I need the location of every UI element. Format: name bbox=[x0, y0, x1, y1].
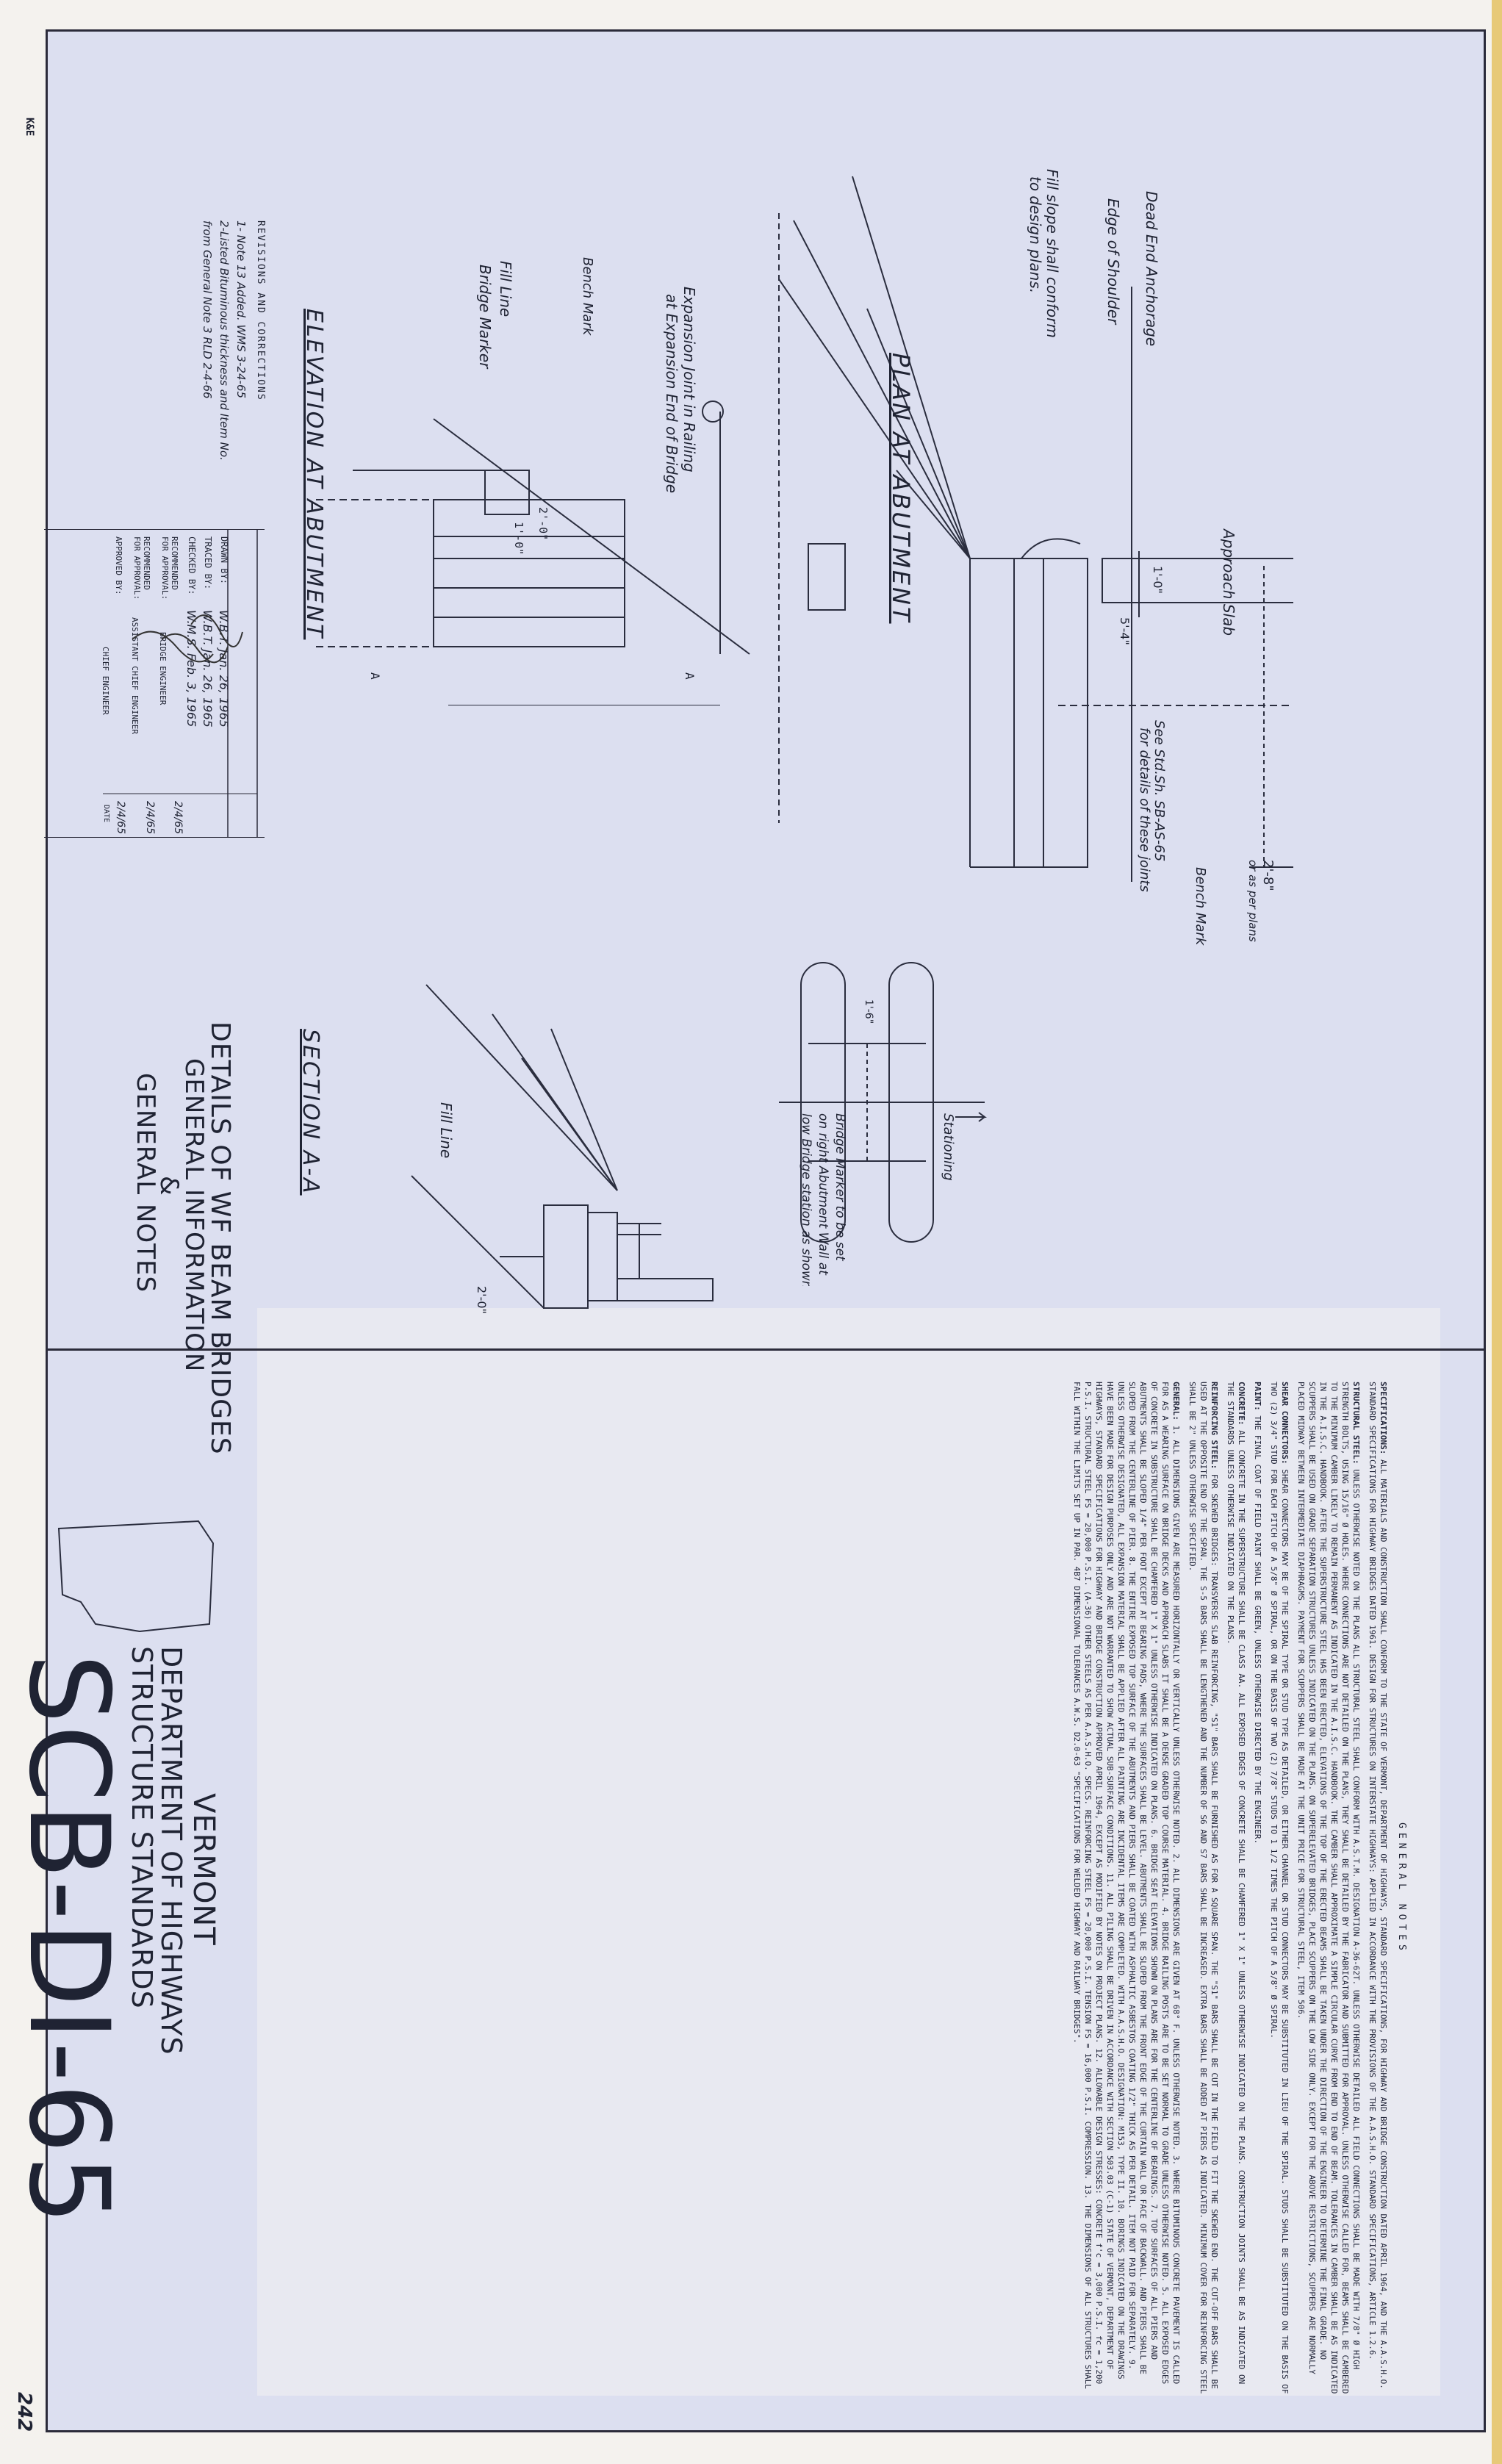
notes-text: SHEAR CONNECTORS MAY BE OF THE SPIRAL TY… bbox=[1269, 1382, 1290, 2394]
marker-note-1: Bridge Marker to be set bbox=[833, 1113, 847, 1262]
dimension-label: 2'-0" bbox=[475, 1286, 489, 1314]
marker-dimension: 1'-6" bbox=[863, 999, 874, 1024]
drawing-title-line-2: GENERAL INFORMATION bbox=[179, 1058, 209, 1373]
elevation-view-title: ELEVATION AT ABUTMENT bbox=[301, 309, 327, 640]
fill-line-label: Fill Line bbox=[437, 1102, 455, 1158]
marker-note-3: low Bridge station as shown. bbox=[799, 1113, 813, 1286]
plan-at-abutment-drawing: Approach Slab Dead End Anchorage Edge of… bbox=[778, 169, 1293, 947]
drawing-title-line-4: GENERAL NOTES bbox=[131, 1073, 160, 1293]
approach-slab-outline bbox=[1102, 558, 1293, 603]
section-a-a-drawing: Fill Line 2'-0" bbox=[411, 984, 714, 1314]
edge-of-shoulder-label: Edge of Shoulder bbox=[1104, 198, 1122, 326]
notes-text: THE FINAL COAT OF FIELD PAINT SHALL BE G… bbox=[1253, 1415, 1262, 1845]
elevation-at-abutment-drawing bbox=[316, 401, 750, 705]
notes-category: CONCRETE: bbox=[1237, 1382, 1246, 1426]
dimension-label: 5'-4" bbox=[1118, 617, 1132, 645]
dimension-label: 2'-0" bbox=[536, 507, 550, 541]
sheet-mark: 242 bbox=[13, 2392, 35, 2432]
fill-slope-label: Fill slope shall conform bbox=[1043, 169, 1061, 338]
drawing-title-line-1: DETAILS OF WF BEAM BRIDGES bbox=[205, 1021, 235, 1455]
joint-reference-label-2: for details of these joints bbox=[1137, 728, 1152, 892]
approach-slab-label: Approach Slab bbox=[1220, 528, 1237, 636]
fill-slope-label-2: to design plans. bbox=[1027, 176, 1044, 293]
notes-text: UNLESS OTHERWISE NOTED ON THE PLANS ALL … bbox=[1296, 1382, 1361, 2394]
notes-text: FOR SKEWED BRIDGES: TRANSVERSE SLAB REIN… bbox=[1187, 1382, 1219, 2394]
dimension-label: 1'-0" bbox=[1151, 566, 1165, 594]
notes-category: SHEAR CONNECTORS: bbox=[1280, 1382, 1290, 1465]
section-mark: A bbox=[683, 672, 697, 680]
vermont-outline-icon bbox=[57, 1520, 215, 1633]
corner-mark: K&E bbox=[24, 118, 35, 137]
notes-category: GENERAL: bbox=[1171, 1382, 1181, 1420]
expansion-joint-label-2: at Expansion End of Bridge bbox=[663, 294, 680, 493]
marker-note-2: on right Abutment Wall at bbox=[816, 1113, 830, 1276]
sheet-divider bbox=[46, 1348, 1486, 1351]
bench-mark-label: Bench Mark bbox=[1193, 867, 1208, 947]
plan-view-title: PLAN AT ABUTMENT bbox=[887, 353, 915, 624]
notes-category: SPECIFICATIONS: bbox=[1379, 1382, 1388, 1455]
notes-category: STRUCTURAL STEEL: bbox=[1351, 1382, 1361, 1465]
notes-category: REINFORCING STEEL: bbox=[1210, 1382, 1219, 1470]
revision-entry: 2-Listed Bituminous thickness and Item N… bbox=[218, 220, 231, 461]
section-view-title: SECTION A-A bbox=[298, 1029, 323, 1196]
notes-text: 1. ALL DIMENSIONS GIVEN ARE MEASURED HOR… bbox=[1072, 1382, 1181, 2389]
section-mark: A bbox=[368, 672, 382, 680]
general-notes-heading: GENERAL NOTES bbox=[1396, 1822, 1407, 1955]
notes-text: ALL MATERIALS AND CONSTRUCTION SHALL CON… bbox=[1368, 1382, 1388, 2389]
dimension-note: or as per plans bbox=[1246, 860, 1260, 942]
notes-text: ALL CONCRETE IN THE SUPERSTRUCTURE SHALL… bbox=[1226, 1382, 1246, 2385]
dimension-label: 1'-0" bbox=[512, 522, 525, 556]
general-notes: GENERAL NOTES SPECIFICATIONS: ALL MATERI… bbox=[1066, 1382, 1407, 2396]
expansion-joint-label: Expansion Joint in Railing bbox=[680, 287, 698, 473]
stationing-label: Stationing bbox=[941, 1113, 956, 1181]
general-notes-panel bbox=[257, 1308, 1440, 2396]
agency-name: VERMONT bbox=[187, 1793, 220, 1946]
bridge-marker-detail: Stationing 1'-6" Bridge Marker to be set… bbox=[779, 962, 987, 1286]
department-name: DEPARTMENT OF HIGHWAYS bbox=[155, 1646, 187, 2055]
notes-category: PAINT: bbox=[1253, 1382, 1262, 1411]
dimension-label: 2'-8" bbox=[1260, 860, 1276, 891]
signature-grid bbox=[44, 529, 265, 838]
drawing-number: SCB-DI-65 bbox=[4, 1653, 132, 2227]
bridge-marker-label: Bridge Marker bbox=[476, 265, 494, 369]
tracing-paper-edge bbox=[1492, 0, 1502, 2464]
fill-line-label: Fill Line bbox=[497, 261, 514, 317]
rail-section bbox=[1013, 558, 1044, 868]
dead-end-anchorage-label: Dead End Anchorage bbox=[1143, 191, 1160, 346]
revisions-heading: REVISIONS AND CORRECTIONS bbox=[255, 220, 266, 401]
bridge-marker-box bbox=[808, 543, 846, 611]
revision-entry: from General Note 3 RLD 2-4-66 bbox=[201, 220, 214, 399]
joint-reference-label: See Std.Sh. SB-AS-65 bbox=[1151, 720, 1167, 861]
bench-mark-label: Bench Mark bbox=[580, 257, 595, 336]
revision-entry: 1- Note 13 Added. WMS 3-24-65 bbox=[234, 220, 248, 399]
